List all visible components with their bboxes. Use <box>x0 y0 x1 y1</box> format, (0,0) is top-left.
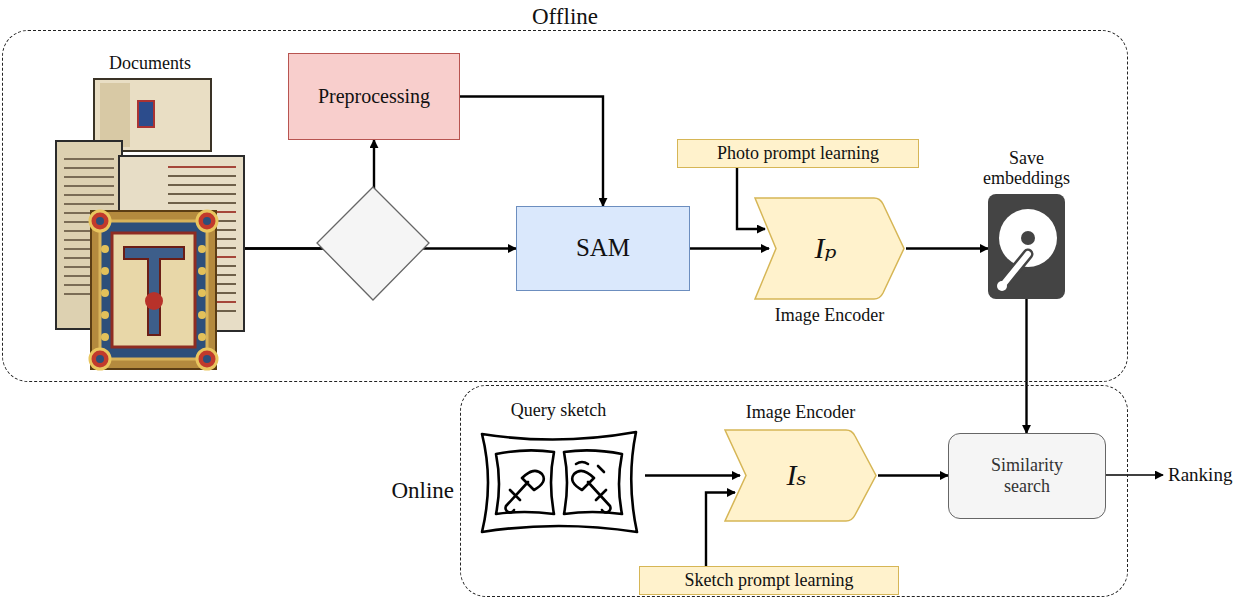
node-label: Query sketch <box>511 400 606 421</box>
flow-arrow <box>1025 299 1027 433</box>
node-label: Online <box>391 478 454 504</box>
document-stack: Documents <box>56 79 244 369</box>
search-box: Similarity search <box>948 433 1106 519</box>
query-sketch: Query sketch <box>476 426 641 536</box>
node-text: Iₛ <box>786 458 806 493</box>
flow-arrow <box>690 247 769 249</box>
node-label: Offline <box>532 4 598 30</box>
manuscript-illustration <box>56 79 244 369</box>
flow-arrow <box>460 97 603 207</box>
node-text: Photo prompt learning <box>717 143 879 164</box>
decision-diamond <box>317 187 429 300</box>
process-box: SAM <box>516 206 690 291</box>
storage-icon: Save embeddings <box>988 194 1065 299</box>
flow-arrow <box>878 474 948 476</box>
online-region: OnlineQuery sketchImage EncoderIₛSimilar… <box>460 385 1128 597</box>
sketch-drawing <box>476 426 641 536</box>
node-text: Sketch prompt learning <box>685 570 854 591</box>
offline-region: OfflineDocumentsPreprocessingSAMPhoto pr… <box>2 30 1128 382</box>
node-text: SAM <box>576 234 630 263</box>
flow-arrow <box>706 493 735 567</box>
prompt-box: Photo prompt learning <box>677 139 919 168</box>
node-text: Similarity search <box>972 455 1082 496</box>
prompt-box: Sketch prompt learning <box>639 566 899 595</box>
node-label: Documents <box>109 53 191 74</box>
flow-arrow <box>645 474 740 476</box>
disk-icon <box>988 194 1065 299</box>
encoder-shape: Image EncoderIₛ <box>723 428 878 523</box>
output-label: Ranking <box>1168 464 1232 486</box>
encoder-shape: IₚImage Encoder <box>753 196 906 301</box>
flow-arrow <box>906 247 988 249</box>
node-text: Iₚ <box>815 231 837 266</box>
process-box: Preprocessing <box>288 53 460 140</box>
output-arrow <box>1105 474 1163 476</box>
node-text: Preprocessing <box>318 85 430 108</box>
node-label: Save embeddings <box>967 148 1087 189</box>
node-label: Image Encoder <box>775 305 884 326</box>
node-label: Image Encoder <box>746 402 855 423</box>
